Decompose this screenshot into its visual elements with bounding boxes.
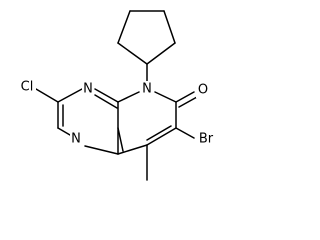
atom-label-n-ring: N — [141, 81, 153, 97]
bond — [146, 42, 176, 65]
bond — [146, 127, 177, 146]
atom-label-n-ring-text: N — [142, 82, 152, 97]
bond-c-cl — [35, 88, 59, 103]
atom-label-o: O — [196, 82, 210, 98]
carbonyl-bond — [175, 91, 198, 108]
atom-label-cl-text: Cl — [21, 80, 34, 95]
chemical-structure: Cl N N N O Br — [18, 10, 217, 181]
bond — [57, 88, 83, 103]
bond — [117, 144, 148, 155]
atom-label-n-upper-text: N — [83, 82, 93, 97]
bond-c-br — [175, 127, 195, 139]
bond — [57, 127, 71, 136]
pyrimidine-ring — [57, 88, 119, 155]
atom-label-br-text: Br — [199, 132, 214, 147]
bond — [163, 10, 176, 44]
cyclopentyl-ring — [117, 10, 176, 65]
bond — [154, 91, 177, 103]
bond — [84, 145, 119, 155]
atom-label-n-upper: N — [82, 81, 94, 97]
bond — [146, 125, 172, 141]
bond — [117, 10, 131, 44]
bond — [94, 94, 118, 109]
atom-label-n-lower-text: N — [71, 132, 81, 147]
bond — [178, 96, 198, 108]
bond — [117, 91, 140, 103]
bond — [175, 91, 195, 103]
atom-label-o-text: O — [198, 83, 208, 98]
atom-label-cl: Cl — [18, 79, 36, 95]
bond — [117, 127, 124, 152]
bond — [117, 42, 148, 65]
atom-label-n-lower: N — [70, 131, 82, 147]
bond — [94, 88, 119, 103]
atom-label-br: Br — [195, 131, 217, 147]
pyridone-ring — [117, 91, 177, 155]
